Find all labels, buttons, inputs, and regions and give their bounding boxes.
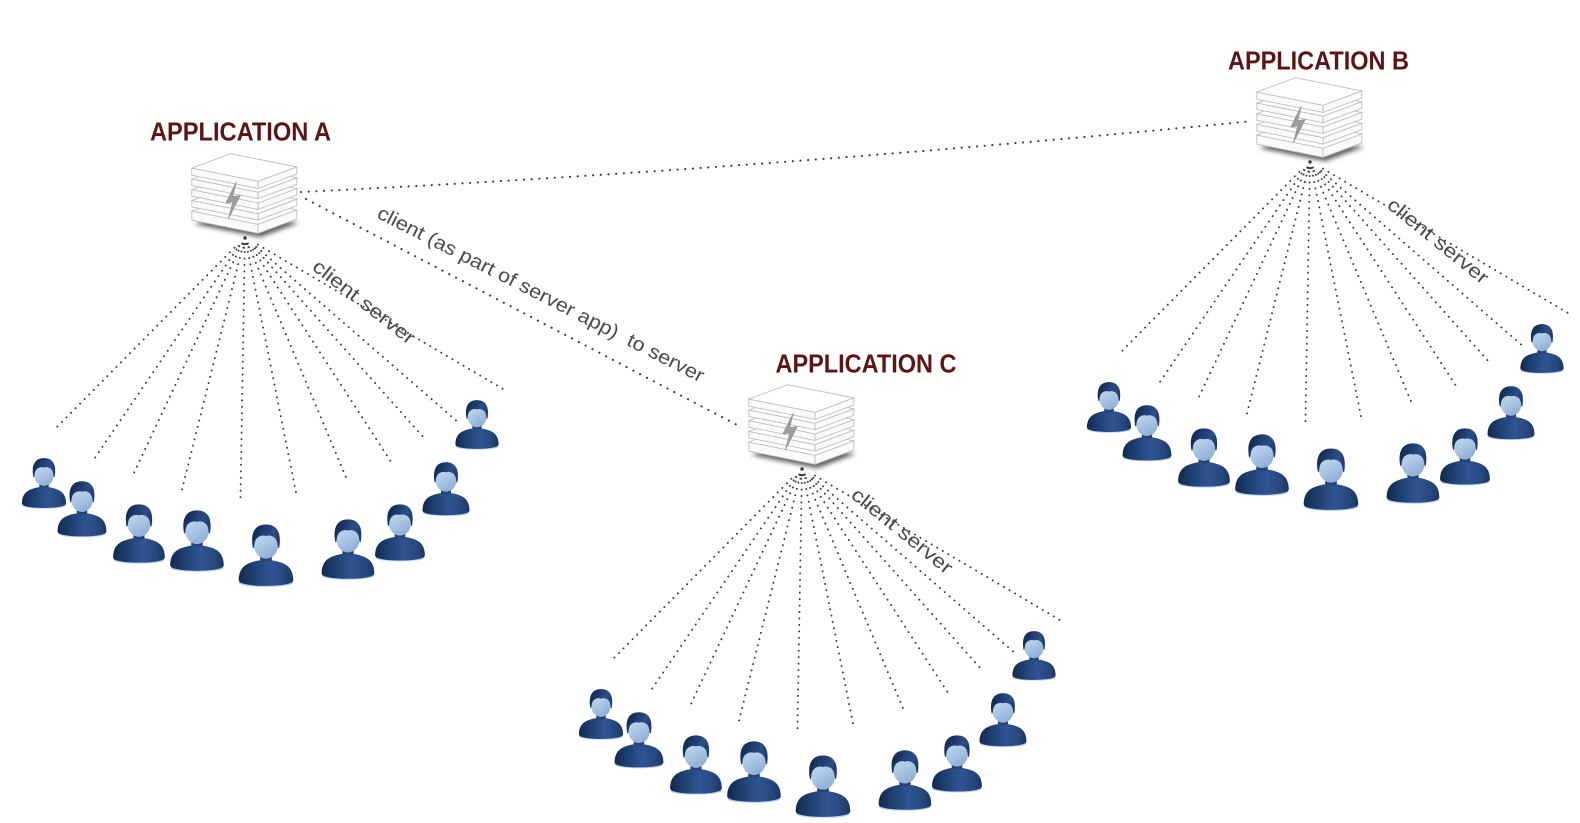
svg-text:client server: client server xyxy=(847,484,958,580)
svg-text:client server: client server xyxy=(1383,194,1494,290)
svg-text:APPLICATION C: APPLICATION C xyxy=(776,351,957,379)
svg-text:APPLICATION B: APPLICATION B xyxy=(1228,47,1409,75)
svg-text:client (as part of server app): client (as part of server app) to server xyxy=(374,202,709,387)
svg-text:client server: client server xyxy=(308,255,420,349)
svg-text:APPLICATION A: APPLICATION A xyxy=(150,119,331,147)
